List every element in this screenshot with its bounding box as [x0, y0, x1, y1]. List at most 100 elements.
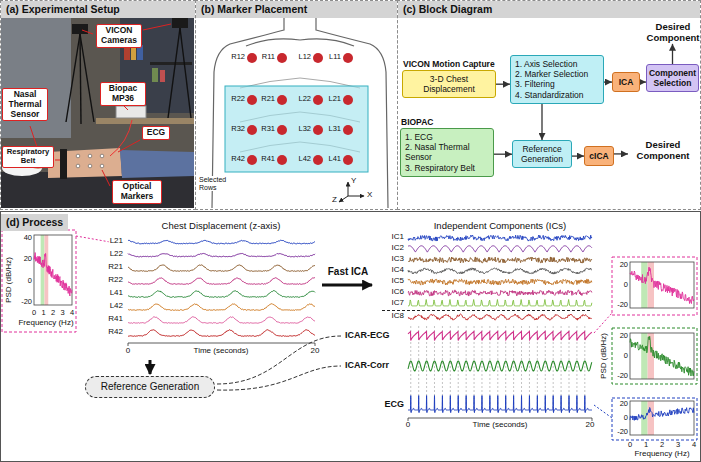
signal-label: L22: [109, 250, 124, 259]
lab-photo: [1, 172, 194, 208]
axis-title: PSD (dB/Hz): [600, 332, 609, 380]
panel-title: (a) Experimental Setup: [1, 1, 195, 18]
signal-label: IC7: [392, 299, 404, 308]
optical-marker: [76, 154, 80, 158]
box-text: 3-D Chest Displacement: [407, 74, 491, 94]
axis-label: X: [367, 191, 372, 200]
leader-line: [102, 170, 110, 186]
tick-label: 2: [660, 441, 664, 449]
marker-label: L31: [328, 125, 341, 133]
plot-title: Chest Displacement (z-axis): [162, 221, 281, 231]
psd-inset-frame: [2, 230, 697, 440]
marker-label: R12: [231, 53, 245, 61]
box-text: VICON Cameras: [99, 26, 139, 46]
inset-link: [594, 313, 612, 333]
region-label: Selected Rows: [198, 176, 232, 191]
marker-label: R31: [261, 125, 275, 133]
signal-label: IC5: [392, 277, 404, 286]
vicon-camera: [172, 18, 188, 28]
panel-title: (c) Block Diagram: [398, 1, 700, 18]
time-axis: [128, 343, 129, 346]
marker-label: L12: [298, 53, 311, 61]
signal-label: IC1: [392, 233, 404, 242]
marker-label: L41: [328, 155, 341, 163]
process-arrow: [149, 360, 152, 374]
vicon-camera: [72, 24, 88, 34]
psd-plot: [630, 267, 694, 304]
psd-plot: [34, 235, 694, 435]
camera-tripod: [66, 34, 80, 122]
box-text: Desired Component: [628, 140, 698, 162]
box-text: Reference Generation: [515, 144, 569, 164]
box-text: ICA: [614, 77, 638, 87]
marker-label: L32: [298, 125, 311, 133]
signal-trace: [128, 278, 315, 285]
lab-photo: [152, 68, 158, 82]
coordinate-axes: [339, 196, 348, 202]
output-label: Desired Component: [646, 22, 700, 44]
marker-dot: [247, 155, 257, 165]
camera-tripod: [180, 28, 191, 118]
time-axis: [128, 343, 315, 344]
box-text: 2. Nasal Thermal Sensor: [405, 142, 489, 162]
process-arrow: [322, 284, 372, 287]
marker-label: L21: [328, 95, 341, 103]
box-text: 1. ECG: [405, 132, 489, 142]
psd-plot: [34, 235, 72, 305]
marker-dot: [277, 155, 287, 165]
process-arrow: [150, 285, 372, 374]
optical-marker: [100, 164, 104, 168]
reference-curve: [217, 366, 341, 390]
signal-trace: [128, 253, 315, 256]
psd-inset-frame: [612, 328, 697, 384]
time-axis: [408, 418, 592, 419]
marker-dot: [277, 95, 287, 105]
lab-photo: [131, 48, 136, 60]
tick-label: 40: [24, 234, 32, 242]
coordinate-axes: [348, 196, 364, 197]
psd-inset-frame: [612, 257, 697, 315]
psd-plot: [630, 333, 694, 379]
flow-arrow: [672, 44, 673, 64]
marker-dot: [277, 53, 287, 63]
axis-title: Frequency (Hz): [18, 319, 73, 328]
panel-title: (d) Process: [1, 214, 68, 231]
marker-dot: [313, 95, 323, 105]
box-text: Reference Generation: [92, 381, 208, 393]
process-box: Component Selection: [646, 64, 699, 92]
axis-title: Frequency (Hz): [634, 450, 689, 459]
camera-tripod: [80, 34, 81, 124]
process-box: Reference Generation: [512, 140, 572, 168]
flow-arrow: [494, 154, 512, 155]
marker-label: L11: [329, 53, 341, 61]
process-box: ICA: [612, 72, 640, 92]
lab-photo: [48, 148, 122, 178]
leader-line: [118, 140, 140, 152]
signal-label: R42: [107, 328, 124, 337]
marker-dot: [247, 53, 353, 165]
signal-trace: [408, 290, 592, 296]
process-box: VICON Motion Capture3-D Chest Displaceme…: [402, 70, 496, 98]
signal-label: ECG: [384, 400, 404, 410]
signal-label: L21: [109, 237, 124, 246]
box-text: 3. Filtering: [515, 79, 599, 89]
box-text: 1. Axis Selection: [515, 59, 599, 69]
marker-label: R41: [261, 155, 275, 163]
tick-label: 0: [126, 347, 130, 356]
signal-trace: [128, 291, 315, 298]
tick-label: 0: [624, 414, 628, 422]
tick-label: 2: [51, 309, 55, 317]
coordinate-axes: [348, 182, 349, 196]
biopac-device: [116, 106, 146, 118]
tick-label: 3: [60, 309, 64, 317]
inset-link: [76, 236, 612, 418]
inset-link: [594, 405, 612, 418]
inset-link: [76, 236, 110, 242]
marker-dot: [313, 53, 323, 63]
step-label: Fast ICA: [328, 266, 369, 277]
marker-dot: [343, 125, 353, 135]
box-text: Desired Component: [646, 22, 700, 44]
process-box: BIOPAC1. ECG2. Nasal Thermal Sensor3. Re…: [400, 128, 494, 177]
tick-label: 0: [628, 441, 632, 449]
